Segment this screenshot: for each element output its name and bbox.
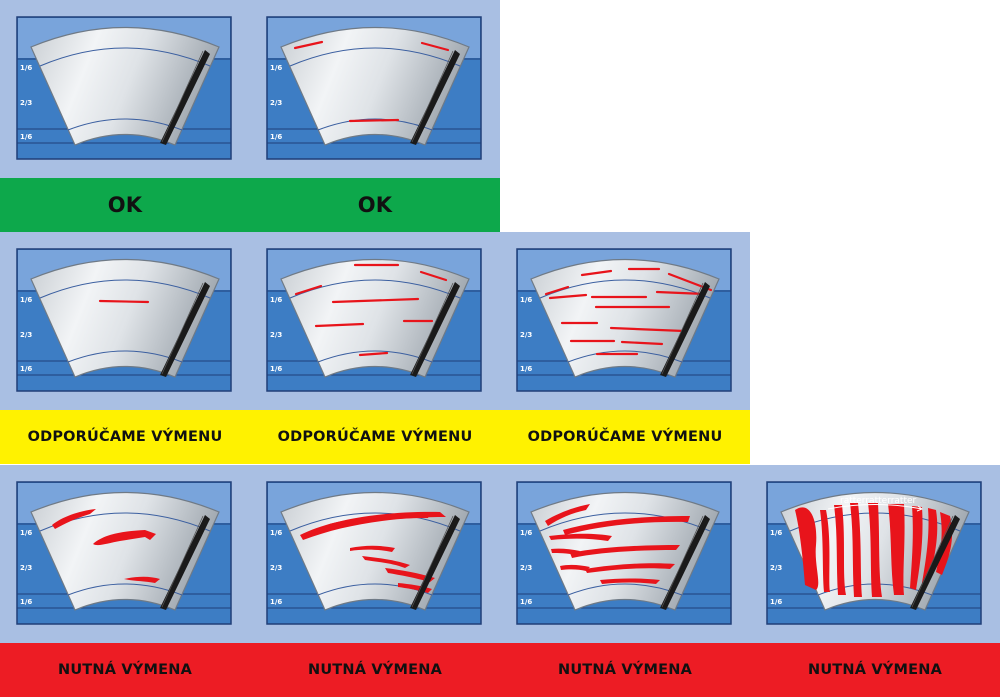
wiper-blade [910,515,960,610]
smear-blob [922,508,938,585]
zone-label-bottom: 1/6 [20,365,32,373]
streak-line [609,326,686,333]
streak-line [580,269,613,277]
smear-blob [570,545,680,558]
streak-line [293,40,324,50]
zone-label-top: 1/6 [270,296,282,304]
streak-line [655,290,707,296]
zone-label-middle: 2/3 [20,99,32,107]
chatter-text: ratterratterratter [840,496,917,506]
zone-label-middle: 2/3 [20,331,32,339]
wiper-blade [660,515,710,610]
wiper-blade [160,50,210,145]
zone-label-top: 1/6 [520,296,532,304]
smear-blob [330,513,430,527]
streak-line [419,270,448,282]
smear-blob [93,530,156,546]
streak-line [314,322,365,328]
wiper-blade [660,282,710,377]
zone-label-middle: 2/3 [520,331,532,339]
zone-label-bottom: 1/6 [270,133,282,141]
zone-label-top: 1/6 [20,296,32,304]
smear-blob [124,576,160,583]
status-banner: NUTNÁ VÝMENA [250,643,500,697]
status-banner: ODPORÚČAME VÝMENU [0,410,250,464]
streak-line [98,299,150,304]
wiper-blade [410,282,460,377]
smear-blob [545,504,590,526]
smear-blob [385,568,435,582]
status-banner: OK [0,178,250,232]
zone-label-top: 1/6 [270,64,282,72]
status-banner: OK [250,178,500,232]
status-banner: NUTNÁ VÝMENA [500,643,750,697]
zone-label-bottom: 1/6 [520,365,532,373]
smear-blob [834,505,846,595]
smear-blob [795,507,819,590]
smear-blob [563,516,690,535]
streak-line [548,293,588,300]
smear-blob [868,503,882,597]
smear-blob [910,506,923,590]
zone-label-top: 1/6 [20,529,32,537]
wiper-blade [160,282,210,377]
wiper-blade [410,50,460,145]
streak-line [620,340,664,346]
zone-label-bottom: 1/6 [270,365,282,373]
smear-blob [551,548,580,555]
smear-blob [600,578,660,584]
wiper-blade [410,515,460,610]
wiper-blade [160,515,210,610]
streak-line [544,285,570,296]
zone-label-bottom: 1/6 [20,133,32,141]
streak-line [358,351,389,357]
zone-label-middle: 2/3 [520,564,532,572]
zone-label-bottom: 1/6 [770,598,782,606]
smear-blob [888,504,905,595]
zone-label-bottom: 1/6 [520,598,532,606]
smear-blob [362,556,410,568]
streak-line [348,118,400,123]
status-banner: NUTNÁ VÝMENA [0,643,250,697]
zone-label-top: 1/6 [270,529,282,537]
zone-label-middle: 2/3 [270,99,282,107]
zone-label-bottom: 1/6 [20,598,32,606]
zone-label-top: 1/6 [770,529,782,537]
streak-line [420,41,450,52]
status-banner: NUTNÁ VÝMENA [750,643,1000,697]
smear-blob [850,503,862,597]
status-banner: ODPORÚČAME VÝMENU [500,410,750,464]
zone-label-bottom: 1/6 [270,598,282,606]
status-banner: ODPORÚČAME VÝMENU [250,410,500,464]
smear-blob [585,563,675,573]
smear-blob [52,509,96,529]
zone-label-middle: 2/3 [20,564,32,572]
streak-line [294,284,323,296]
zone-label-top: 1/6 [520,529,532,537]
smear-blob [560,564,590,571]
zone-label-middle: 2/3 [270,564,282,572]
zone-label-top: 1/6 [20,64,32,72]
streak-line [331,297,420,304]
smear-blob [350,545,395,552]
smear-blob [820,510,830,592]
zone-label-middle: 2/3 [770,564,782,572]
zone-label-middle: 2/3 [270,331,282,339]
smear-blob [549,533,612,541]
